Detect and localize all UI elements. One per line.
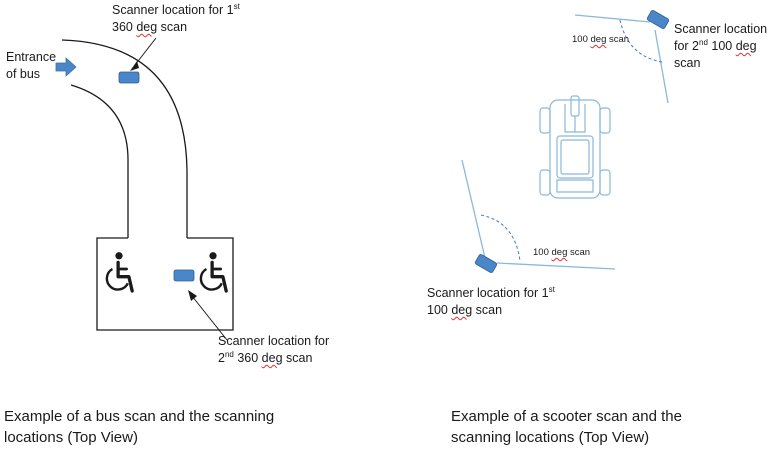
scan-line-top-left: [574, 14, 651, 23]
bus-scanner-1-label: Scanner location for 1st 360 deg scan: [112, 2, 240, 36]
scan-line-top-down: [654, 29, 669, 104]
scan-line-bottom-up: [461, 159, 486, 259]
bus-scanner-1-deg: deg: [136, 20, 158, 34]
scooter-scanner-2-icon: [646, 10, 670, 29]
angle-bottom-pre: 100: [533, 247, 552, 258]
mobility-scooter-icon: [539, 95, 611, 199]
bus-scanner-1-line2-pre: 360: [112, 20, 137, 34]
bus-scanner-2-label: Scanner location for 2nd 360 deg scan: [218, 333, 329, 367]
pointer-1-head: [130, 61, 139, 71]
bus-caption-line2: locations (Top View): [4, 429, 138, 446]
bus-scanner-2-icon: [173, 269, 195, 282]
scooter-scanner-1-sup: st: [548, 285, 555, 294]
scan-line-bottom-right: [496, 262, 616, 270]
entrance-arrow-icon: [55, 57, 77, 77]
bus-wheelchair-area: [96, 237, 234, 331]
angle-arc-top: [619, 19, 663, 63]
bus-scanner-2-deg: deg: [261, 351, 283, 365]
scooter-scanner-2-deg: deg: [735, 39, 757, 53]
bus-scanner-2-line2-mid: 360: [233, 351, 262, 365]
entrance-label: Entrance of bus: [6, 49, 56, 83]
pointer-to-scanner-1: [134, 37, 157, 66]
scooter-scanner-1-icon: [474, 254, 498, 273]
wheelchair-icon: [199, 252, 228, 293]
scooter-scanner-1-line2-pre: 100: [427, 303, 452, 317]
angle-top-deg: deg: [590, 34, 607, 45]
entrance-label-line2: of bus: [6, 67, 41, 81]
scooter-scanner-2-sup: nd: [699, 38, 708, 47]
bus-outer-wall: [61, 39, 188, 238]
scooter-scanner-1-line1: Scanner location for 1: [427, 286, 549, 300]
scooter-caption: Example of a scooter scan and the scanni…: [451, 406, 682, 448]
bus-scanner-1-sup: st: [233, 2, 240, 11]
angle-arc-bottom: [480, 214, 521, 262]
bus-pointer-arrows: [130, 37, 228, 341]
angle-bottom-deg: deg: [551, 247, 568, 258]
entrance-label-line1: Entrance: [6, 50, 57, 64]
bus-scanner-1-line2-post: scan: [157, 20, 188, 34]
pointer-to-scanner-2: [191, 295, 228, 341]
scooter-angle-label-bottom: 100 deg scan: [533, 247, 590, 259]
angle-top-pre: 100: [572, 34, 591, 45]
bus-inner-wall: [70, 84, 129, 238]
pointer-2-head: [188, 290, 197, 301]
bus-scanner-2-line1: Scanner location for: [218, 334, 330, 348]
bus-scanner-2-sup: nd: [224, 350, 234, 359]
bus-scanner-2-line2-pre: 2: [218, 351, 225, 365]
scooter-scanner-2-line2-pre: for 2: [674, 39, 700, 53]
scooter-caption-line1: Example of a scooter scan and the: [451, 408, 682, 425]
bus-caption: Example of a bus scan and the scanning l…: [4, 406, 274, 448]
bus-scanner-1-line1: Scanner location for 1: [112, 3, 234, 17]
angle-top-post: scan: [606, 34, 630, 45]
scooter-scanner-2-label: Scanner location for 2nd 100 deg scan: [674, 21, 767, 72]
bus-scanner-2-line2-post: scan: [282, 351, 313, 365]
scooter-angle-label-top: 100 deg scan: [572, 34, 629, 46]
wheelchair-icon: [105, 252, 134, 293]
scooter-scanner-1-deg: deg: [451, 303, 473, 317]
scooter-scanner-1-line2-post: scan: [472, 303, 503, 317]
bus-floorplan: [61, 39, 234, 331]
scooter-scan-lines: [461, 14, 669, 270]
scooter-scanner-2-line2-mid: 100: [707, 39, 736, 53]
scooter-caption-line2: scanning locations (Top View): [451, 429, 650, 446]
angle-bottom-post: scan: [567, 247, 591, 258]
scooter-scanner-2-line3: scan: [674, 56, 701, 70]
scooter-scanner-2-line1: Scanner location: [674, 22, 768, 36]
bus-scanner-1-icon: [118, 71, 140, 84]
scooter-scan-angles: [480, 19, 663, 262]
bus-caption-line1: Example of a bus scan and the scanning: [4, 408, 275, 425]
scooter-scanner-1-label: Scanner location for 1st 100 deg scan: [427, 285, 555, 319]
